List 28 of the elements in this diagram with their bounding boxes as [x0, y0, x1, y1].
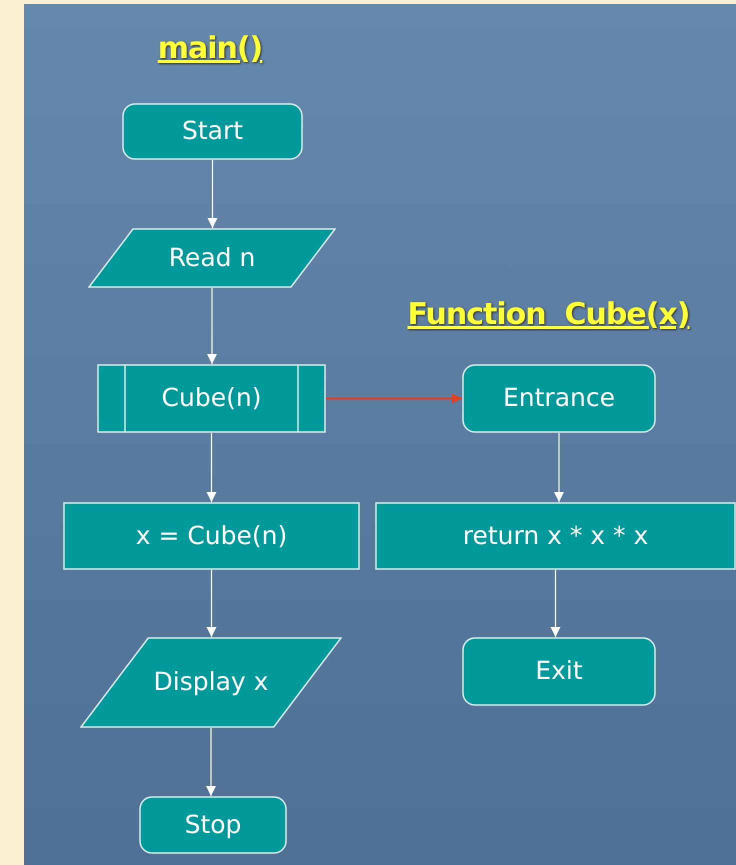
node-label: Start	[180, 115, 244, 148]
exit-terminal	[462, 637, 656, 706]
node-label: x = Cube(n)	[134, 520, 288, 552]
node-label: Cube(n)	[160, 382, 262, 414]
arrow	[206, 728, 216, 796]
input-parallelogram	[88, 228, 336, 288]
arrow	[554, 433, 564, 502]
section-heading: main()	[156, 30, 264, 68]
output-parallelogram	[80, 637, 342, 728]
arrow	[208, 160, 218, 228]
node-label: return x * x * x	[462, 520, 650, 552]
node-label: Read n	[168, 242, 256, 274]
entry-terminal	[462, 364, 656, 433]
node-label: Exit	[534, 655, 584, 688]
arrow	[326, 394, 462, 404]
node-label: Display x	[152, 666, 270, 698]
start-terminal	[122, 103, 303, 160]
arrow	[550, 570, 560, 637]
arrow	[206, 570, 216, 637]
stop-terminal	[139, 796, 287, 854]
subroutine-box	[97, 364, 326, 433]
node-label: Entrance	[502, 382, 616, 414]
process-box	[63, 502, 360, 570]
arrow	[207, 288, 217, 364]
arrow	[206, 433, 216, 502]
process-box	[375, 502, 736, 570]
node-label: Stop	[184, 808, 242, 841]
section-heading: Function Cube(x)	[406, 296, 690, 334]
